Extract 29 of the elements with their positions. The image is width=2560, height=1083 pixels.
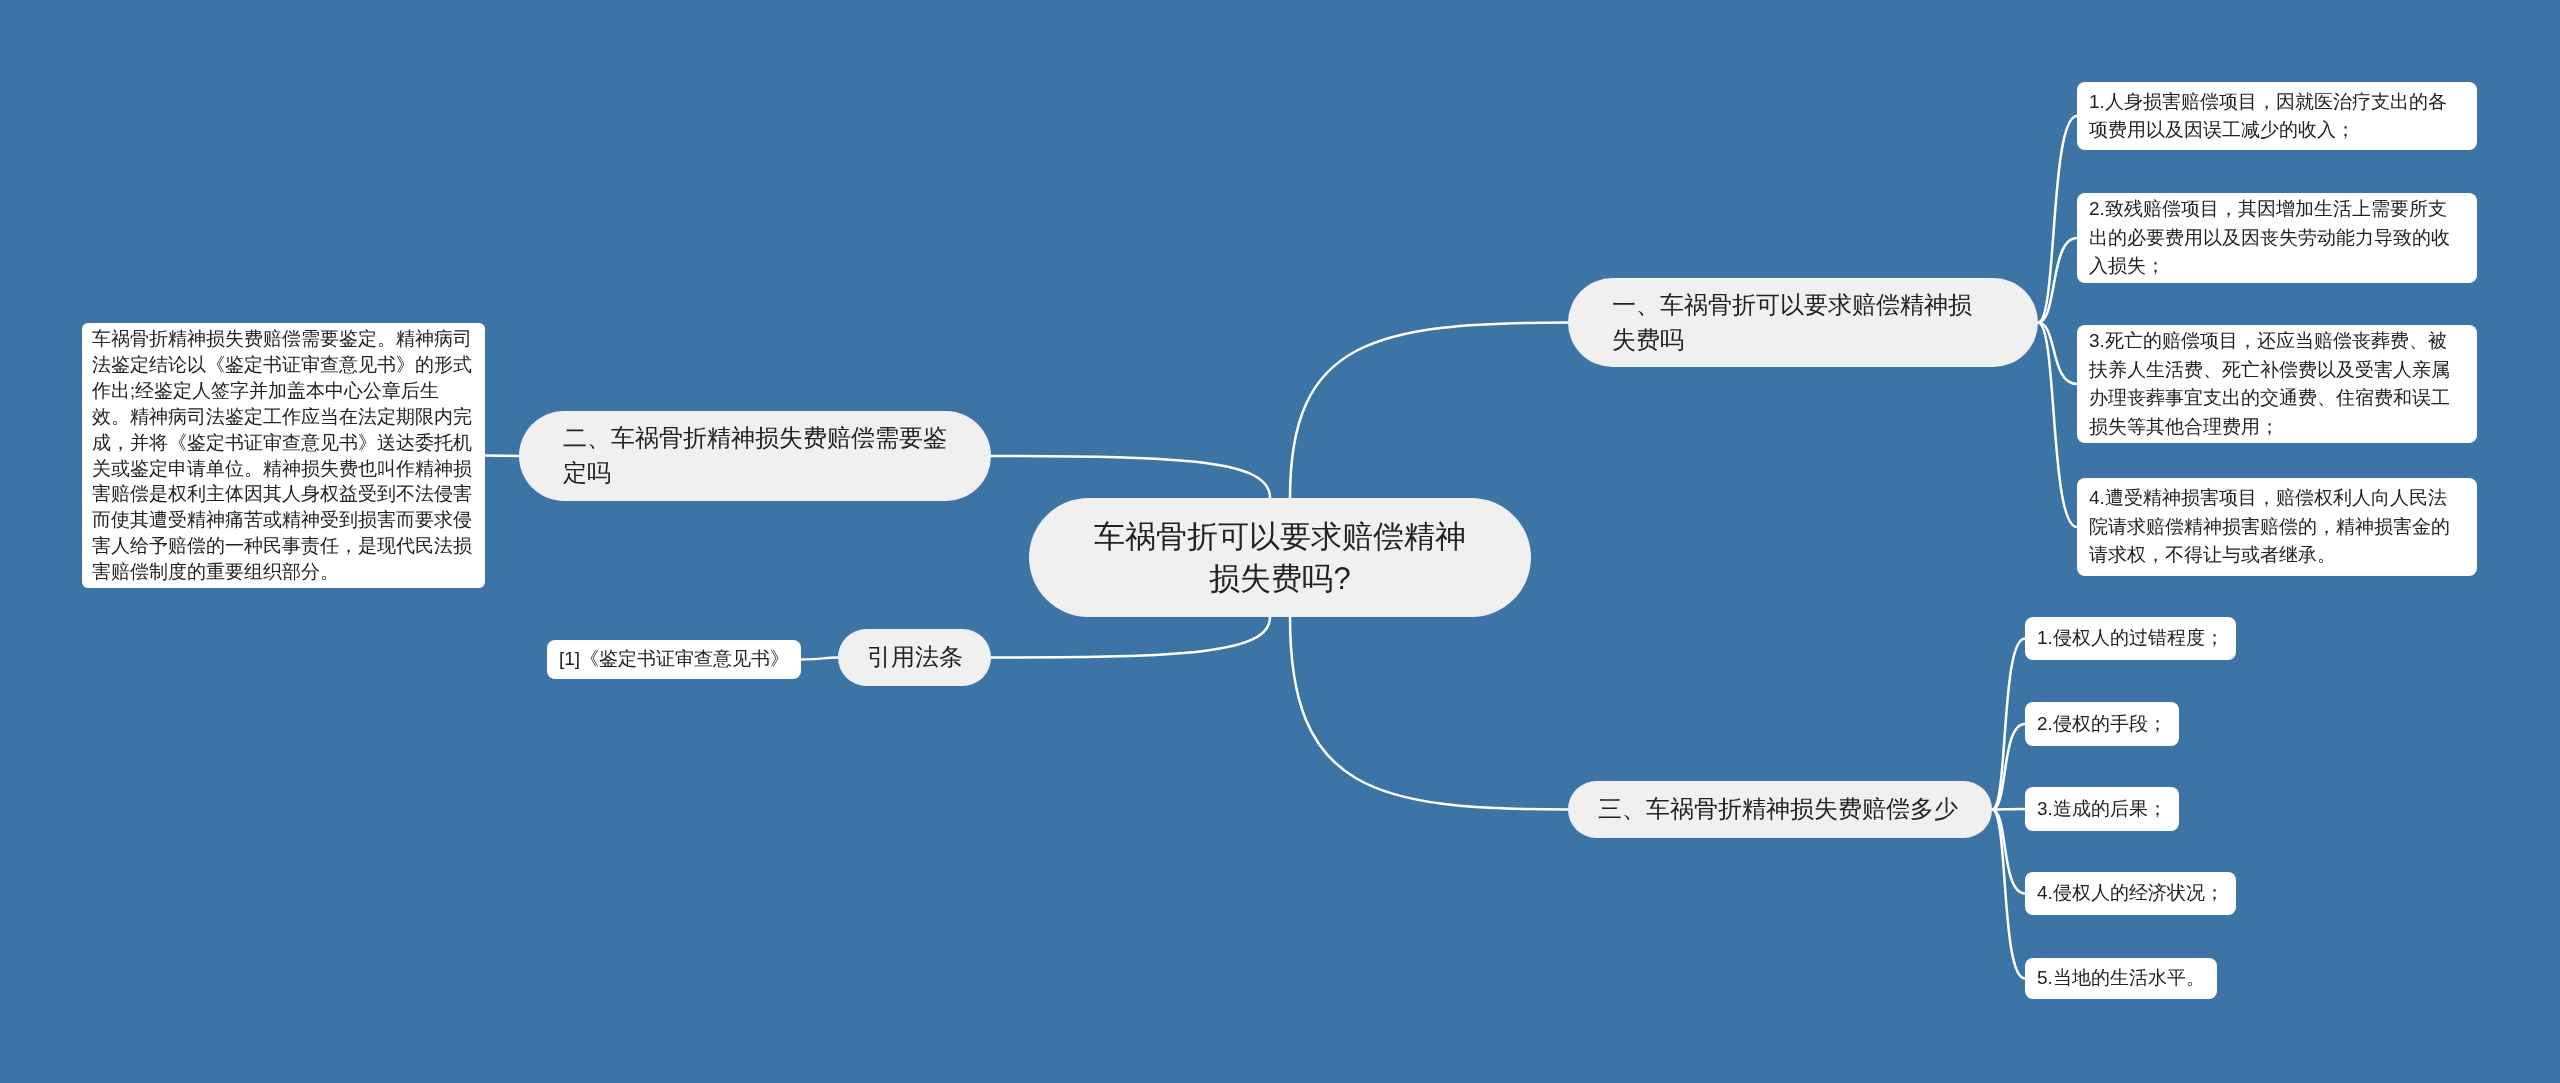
text-card: 1.侵权人的过错程度； (2025, 617, 2236, 660)
text-card: 2.致残赔偿项目，其因增加生活上需要所支出的必要费用以及因丧失劳动能力导致的收入损失； (2077, 193, 2477, 283)
central-topic: 车祸骨折可以要求赔偿精神损失费吗? (1029, 498, 1531, 617)
text-card: [1]《鉴定书证审查意见书》 (547, 640, 802, 679)
text-card: 3.造成的后果； (2025, 787, 2179, 831)
connector-line (1288, 616, 1568, 811)
connector-line (991, 454, 1272, 499)
text-card: 3.死亡的赔偿项目，还应当赔偿丧葬费、被扶养人生活费、死亡补偿费以及受害人亲属办理丧葬事宜支出的交通费、住宿费和误工损失等其他合理费用； (2077, 325, 2477, 443)
text-card: 4.侵权人的经济状况； (2025, 872, 2236, 915)
connector-line (1991, 637, 2026, 811)
text-card: 车祸骨折精神损失费赔偿需要鉴定。精神病司法鉴定结论以《鉴定书证审查意见书》的形式作出;经鉴定人签字并加盖本中心公章后生效。精神病司法鉴定工作应当在法定期限内完成，并将《鉴定书证审查意见书》送达委托机关或鉴定申请单位。精神损失费也叫作精神损害赔偿是权利主体因其人身权益受到不法侵害而使其遭受精神痛苦或精神受到损害而要求侵害人给予赔偿的一种民事责任，是现代民法损害赔偿制度的重要组织部分。 (82, 323, 485, 588)
connector-line (1991, 722, 2026, 811)
text-card: 4.遭受精神损害项目，赔偿权利人向人民法院请求赔偿精神损害赔偿的，精神损害金的请求权，不得让与或者继承。 (2077, 478, 2477, 576)
connector-line (991, 616, 1272, 659)
topic-pill: 一、车祸骨折可以要求赔偿精神损失费吗 (1568, 278, 2038, 367)
topic-pill: 三、车祸骨折精神损失费赔偿多少 (1568, 781, 1992, 838)
connector-line (2037, 321, 2078, 529)
text-card: 1.人身损害赔偿项目，因就医治疗支出的各项费用以及因误工减少的收入； (2077, 82, 2477, 150)
connector-line (2037, 114, 2078, 324)
connector-line (485, 454, 519, 458)
connector-line (800, 656, 838, 661)
connector-line (2037, 236, 2078, 324)
connector-line (1991, 808, 2026, 980)
text-card: 5.当地的生活水平。 (2025, 958, 2217, 999)
text-card: 2.侵权的手段； (2025, 702, 2179, 746)
topic-pill: 二、车祸骨折精神损失费赔偿需要鉴定吗 (519, 411, 991, 501)
connector-line (1288, 321, 1568, 499)
topic-pill: 引用法条 (838, 629, 991, 686)
connector-line (1992, 807, 2025, 811)
